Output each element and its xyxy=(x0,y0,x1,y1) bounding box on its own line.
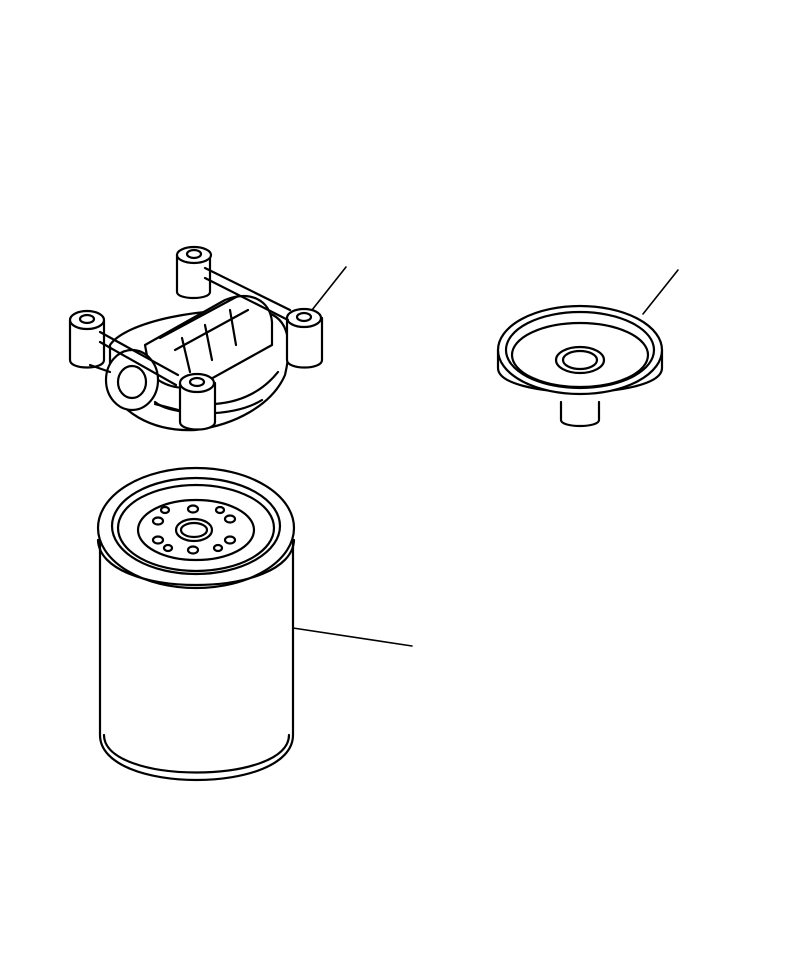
filter-head-icon xyxy=(68,245,324,432)
bowl-leader-line xyxy=(642,269,679,315)
bowl-icon xyxy=(496,304,664,428)
cartridge-icon xyxy=(96,466,296,782)
filter-head-leader-line xyxy=(311,266,347,311)
cartridge-leader-line xyxy=(292,627,413,647)
